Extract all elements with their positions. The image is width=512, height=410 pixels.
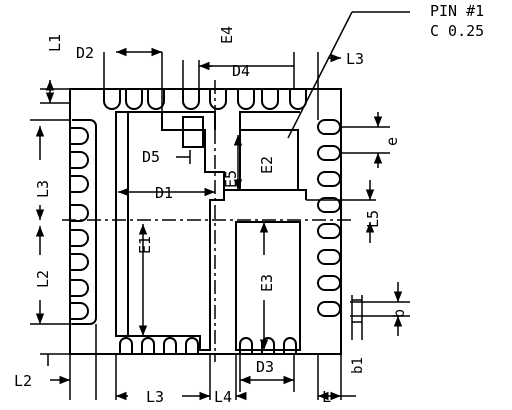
label-e4: E4	[218, 26, 236, 44]
label-e1: E1	[136, 236, 154, 254]
right-pads	[317, 119, 341, 317]
label-l3-bottom: L3	[146, 388, 164, 406]
top-pads	[103, 89, 307, 110]
label-d3: D3	[256, 358, 274, 376]
label-e: e	[383, 137, 401, 146]
label-l3-top: L3	[346, 50, 364, 68]
label-b: b	[390, 309, 408, 318]
label-l5: L5	[364, 210, 382, 228]
label-l4: L4	[214, 388, 232, 406]
label-d1: D1	[155, 184, 173, 202]
pad-e3	[235, 221, 301, 351]
label-d5: D5	[142, 148, 160, 166]
label-d2: D2	[76, 44, 94, 62]
center-lines	[62, 80, 352, 362]
pin1-note-line2: C 0.25	[430, 22, 484, 40]
label-l: L	[322, 388, 331, 406]
label-l2-left: L2	[34, 270, 52, 288]
bottom-pads	[119, 337, 297, 354]
pad-d1-e1	[115, 111, 225, 351]
left-pads	[70, 127, 89, 320]
label-e5: E5	[222, 170, 240, 188]
dimension-labels: PIN #1 C 0.25 L1 D2 E4 D4 L3 e D5 E2 E5 …	[14, 2, 484, 406]
label-e3: E3	[258, 274, 276, 292]
dimension-lines	[30, 11, 410, 401]
pin1-note-line1: PIN #1	[430, 2, 484, 20]
label-b1: b1	[350, 357, 366, 374]
label-e2: E2	[258, 156, 276, 174]
label-l3-left: L3	[34, 180, 52, 198]
label-d4: D4	[232, 62, 250, 80]
label-l2-bottom: L2	[14, 372, 32, 390]
label-l1: L1	[46, 34, 64, 52]
